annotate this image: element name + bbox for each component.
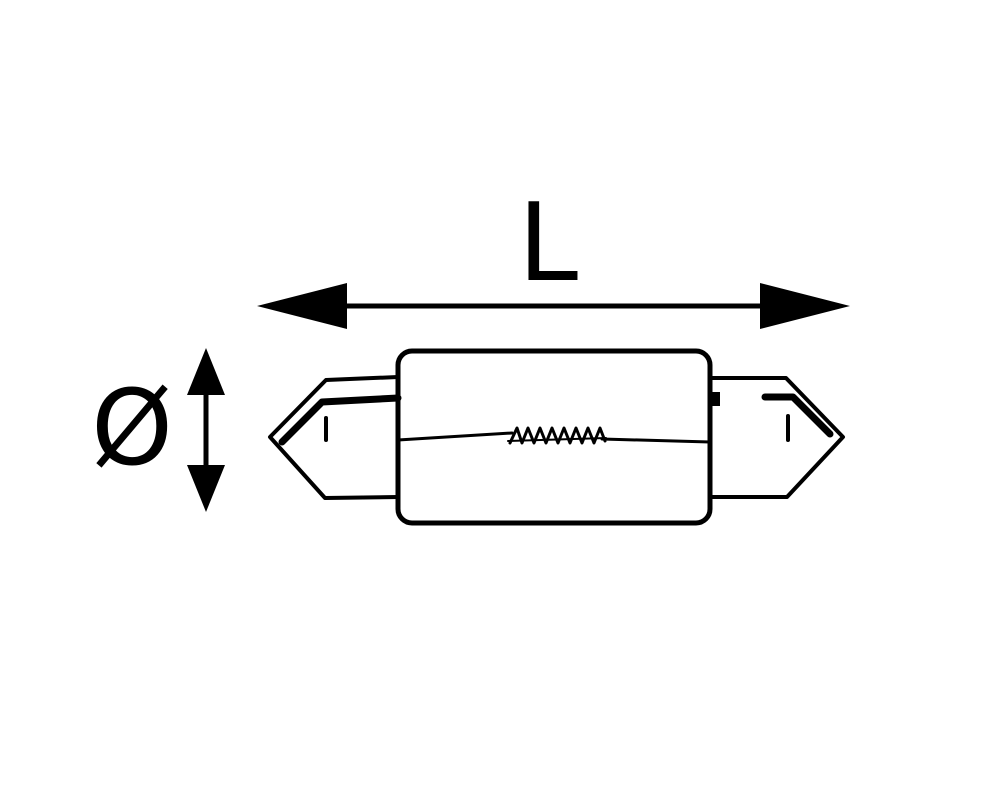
diameter-label: Ø: [91, 367, 173, 489]
diameter-dimension-arrow: [187, 348, 225, 512]
diameter-arrow-top-head: [187, 348, 225, 395]
length-arrow-left-head: [257, 283, 347, 329]
diameter-arrow-bottom-head: [187, 465, 225, 512]
filament-coil: [507, 426, 607, 445]
festoon-bulb-drawing: [268, 348, 845, 526]
filament-support-wire: [396, 431, 712, 444]
glass-body: [395, 348, 713, 526]
length-dimension-arrow: [257, 283, 850, 329]
right-end-cap: [708, 376, 845, 499]
length-arrow-right-head: [760, 283, 850, 329]
left-end-cap: [268, 375, 402, 500]
length-label: L: [518, 181, 578, 306]
